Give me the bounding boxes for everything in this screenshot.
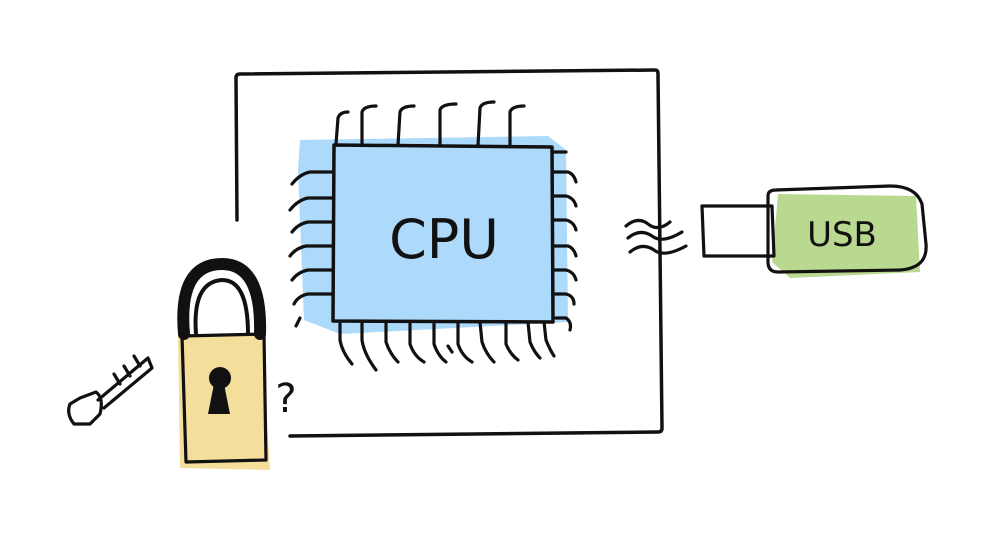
key-bow bbox=[67, 390, 103, 426]
cpu-bottom-pins bbox=[338, 320, 556, 372]
board-outline bbox=[234, 68, 664, 438]
usb-connector bbox=[700, 204, 776, 258]
cpu-fill bbox=[298, 136, 568, 334]
cpu-chip-icon: CPU bbox=[288, 100, 578, 372]
lock-body bbox=[180, 332, 268, 464]
cpu-left-pins bbox=[288, 170, 335, 328]
cpu-label: CPU bbox=[389, 208, 499, 271]
usb-body bbox=[766, 184, 928, 274]
usb-stick-icon: USB bbox=[700, 184, 928, 278]
lock-shackle bbox=[177, 257, 267, 340]
usb-label: USB bbox=[807, 215, 877, 255]
question-mark: ? bbox=[275, 376, 296, 422]
cpu-right-pins bbox=[551, 150, 578, 332]
keyhole-icon bbox=[208, 367, 231, 414]
padlock-icon bbox=[177, 257, 270, 470]
key-teeth bbox=[112, 354, 142, 386]
usb-fill bbox=[772, 194, 920, 278]
key-icon bbox=[67, 354, 154, 426]
wireless-signal-icon bbox=[624, 218, 688, 255]
cpu-top-pins bbox=[334, 100, 526, 148]
